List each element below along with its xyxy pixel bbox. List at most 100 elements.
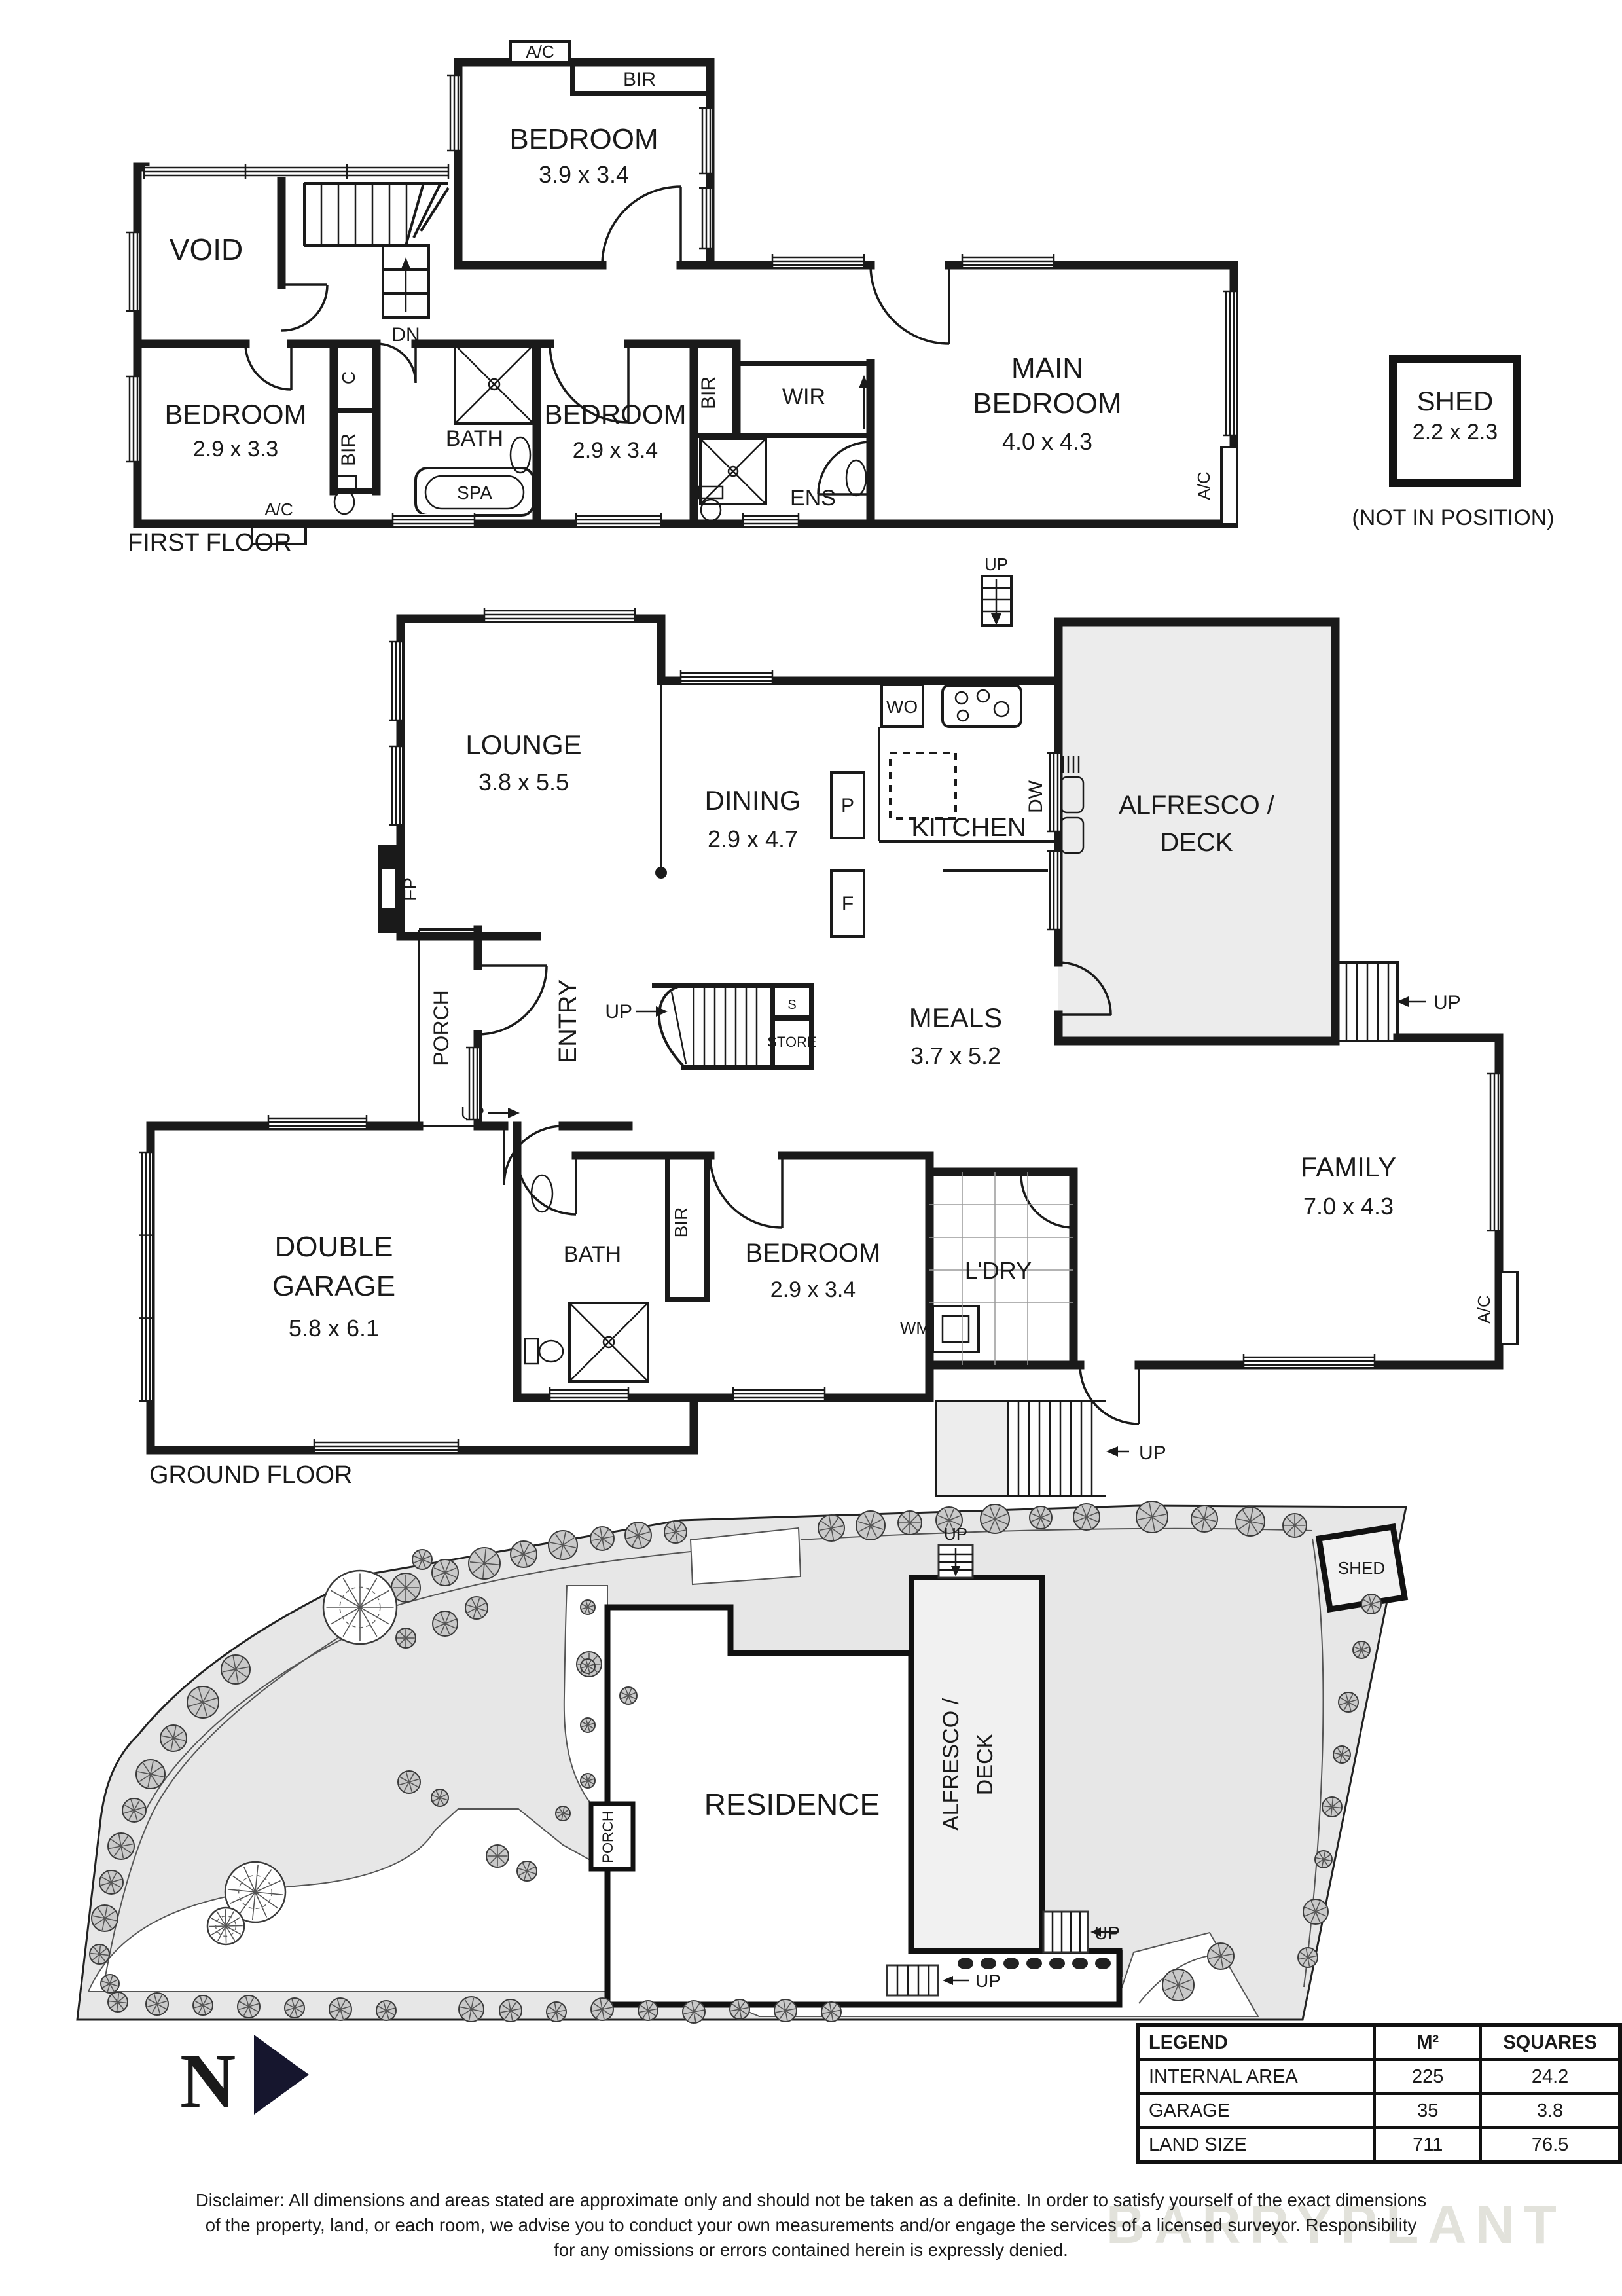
room-label-family: FAMILY <box>1301 1152 1396 1182</box>
room-label-main-bedroom-2: BEDROOM <box>973 388 1121 420</box>
driveway-paths <box>87 1527 1259 2017</box>
room-label-bedroom-top: BEDROOM <box>509 123 658 155</box>
fridge-label: F <box>842 893 854 915</box>
tree-icon <box>91 1904 118 1932</box>
tree-icon <box>516 1861 537 1882</box>
basin-icon <box>845 459 867 497</box>
tree-icon <box>432 1611 458 1637</box>
up-label: UP <box>984 555 1008 574</box>
tree-icon <box>1073 1503 1100 1531</box>
tree-icon <box>122 1798 147 1823</box>
garden-trees <box>89 1501 1382 2024</box>
store-s-label: S <box>787 998 796 1012</box>
tree-icon <box>682 2000 706 2024</box>
tree-icon <box>192 1995 213 2016</box>
tree-icon <box>590 1526 615 1551</box>
spa-label: SPA <box>457 483 492 503</box>
tree-icon <box>329 1997 352 2021</box>
north-letter: N <box>180 2038 236 2124</box>
tree-icon <box>395 1628 416 1649</box>
tree-icon <box>980 1504 1010 1534</box>
shower-icon <box>699 437 767 505</box>
tree-icon <box>1136 1501 1168 1533</box>
legend-cell: 225 <box>1373 2058 1483 2095</box>
sink-icon <box>1060 756 1085 854</box>
room-dim-bedroom-gf: 2.9 x 3.4 <box>770 1277 856 1302</box>
tree-icon <box>818 1514 845 1542</box>
window-icon <box>1242 1354 1376 1368</box>
tree-icon <box>376 2000 397 2021</box>
window-icon <box>1223 290 1237 437</box>
tree-icon <box>468 1547 501 1580</box>
room-label-bedroom-mid: BEDROOM <box>544 399 686 429</box>
tree-icon <box>821 2001 842 2022</box>
tree-icon <box>431 1559 459 1586</box>
shower-icon <box>454 344 535 425</box>
tree-icon <box>224 1861 287 1923</box>
room-dim-lounge: 3.8 x 5.5 <box>478 769 569 795</box>
up-label: UP <box>1139 1442 1166 1464</box>
tree-icon <box>107 1832 135 1860</box>
tree-icon <box>856 1510 886 1540</box>
site-stairs <box>886 1544 1118 1997</box>
porch-label: PORCH <box>429 990 453 1066</box>
tree-icon <box>322 1569 398 1645</box>
legend-cell: LAND SIZE <box>1136 2126 1377 2164</box>
ac-unit-icon <box>251 526 307 545</box>
tree-icon <box>1282 1513 1307 1538</box>
tree-icon <box>107 1992 128 2013</box>
room-label-laundry: L'DRY <box>965 1257 1032 1284</box>
window-icon <box>139 1151 153 1402</box>
tree-icon <box>1207 1942 1235 1970</box>
tree-icon <box>774 1999 797 2022</box>
bush-icon <box>1095 1958 1111 1969</box>
legend-header-row: LEGEND M² SQUARES <box>1136 2024 1621 2061</box>
room-label-kitchen: KITCHEN <box>911 813 1026 842</box>
legend-cell: 3.8 <box>1479 2092 1621 2129</box>
washing-machine-icon <box>931 1305 980 1353</box>
direction-arrows <box>488 996 1426 1457</box>
window-icon <box>126 231 141 312</box>
tree-icon <box>580 1658 596 1674</box>
tree-icon <box>1297 1947 1318 1968</box>
tree-icon <box>1162 1969 1195 2001</box>
tree-icon <box>590 1997 614 2021</box>
staircase-down-icon <box>303 182 450 319</box>
tree-icon <box>431 1789 449 1807</box>
deck-surface <box>1058 622 1335 1041</box>
tree-icon <box>397 1770 421 1794</box>
tree-icon <box>100 1974 120 1994</box>
tree-icon <box>1361 1594 1382 1614</box>
room-dim-bedroom-top: 3.9 x 3.4 <box>539 161 629 188</box>
window-icon <box>1047 752 1061 833</box>
room-label-meals: MEALS <box>909 1002 1002 1033</box>
tree-icon <box>580 1599 596 1615</box>
room-label-bath-gf: BATH <box>564 1242 621 1267</box>
site-alfresco-label-1: ALFRESCO / <box>939 1698 964 1831</box>
tree-icon <box>1352 1641 1371 1659</box>
window-icon <box>1487 1072 1502 1232</box>
room-dim-dining: 2.9 x 4.7 <box>708 826 798 852</box>
cooktop-icon <box>941 684 1022 728</box>
column-icon <box>655 867 667 879</box>
room-label-bedroom-gf: BEDROOM <box>746 1239 881 1267</box>
legend-row-internal: INTERNAL AREA 225 24.2 <box>1136 2058 1621 2095</box>
bush-icon <box>958 1958 973 1969</box>
tree-icon <box>580 1717 596 1733</box>
porch-outline <box>418 928 478 1127</box>
disclaimer-line-3: for any omissions or errors contained he… <box>554 2240 1068 2260</box>
window-icon <box>126 375 141 463</box>
pantry-label: P <box>841 795 854 816</box>
window-icon <box>1047 850 1061 931</box>
tree-icon <box>1029 1506 1053 1529</box>
garden-bushes <box>958 1958 1111 1969</box>
tree-icon <box>510 1540 537 1568</box>
basin-icon <box>530 1174 554 1213</box>
tree-icon <box>135 1759 166 1789</box>
site-alfresco-label-2: DECK <box>973 1733 998 1795</box>
tree-icon <box>160 1724 187 1752</box>
bush-icon <box>1049 1958 1065 1969</box>
north-triangle-icon <box>254 2035 309 2115</box>
window-icon <box>143 164 450 179</box>
legend-cell: 35 <box>1373 2092 1483 2129</box>
